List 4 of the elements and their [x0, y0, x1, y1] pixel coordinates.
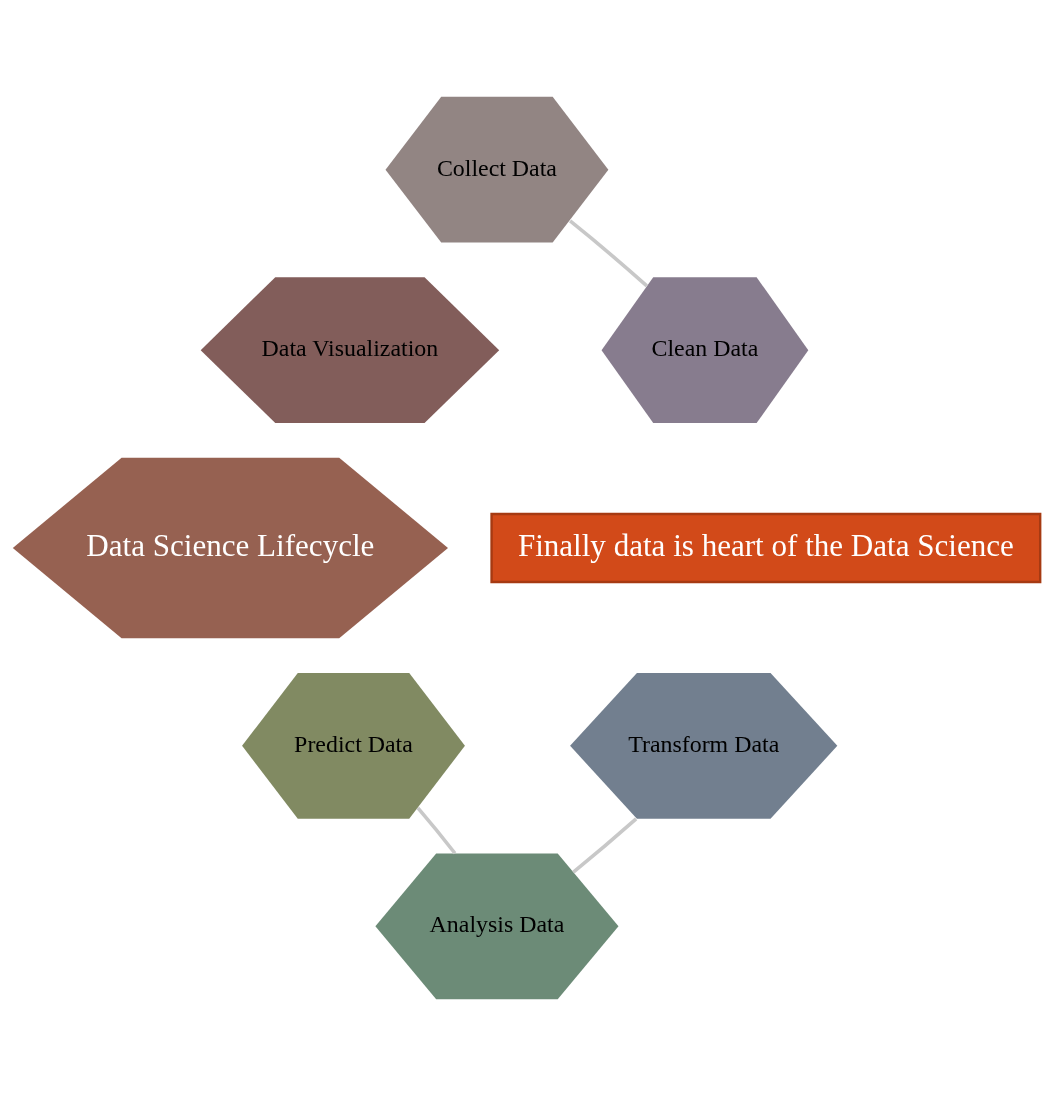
- connector: [416, 806, 457, 855]
- node-box: Finally data is heart of the Data Science: [490, 512, 1042, 584]
- connector: [569, 219, 648, 288]
- connector: [572, 817, 638, 874]
